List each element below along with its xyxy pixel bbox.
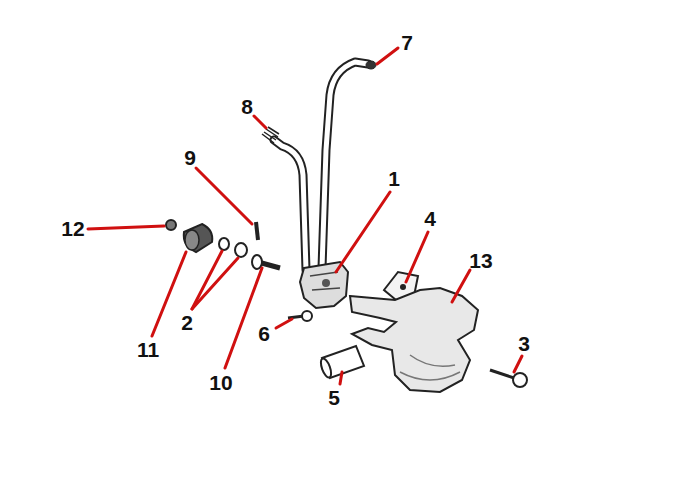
callout-number: 12: [61, 218, 84, 239]
sleeve-end: [319, 357, 333, 379]
callout-number: 9: [184, 147, 196, 168]
callout-number: 10: [209, 372, 232, 393]
leader-line: [225, 268, 262, 368]
bolt: [490, 370, 514, 378]
leader-line: [514, 356, 522, 372]
leader-line: [452, 270, 470, 302]
leader-line: [192, 258, 238, 309]
callout-number: 5: [328, 387, 340, 408]
screw-head: [302, 311, 312, 321]
callout-number: 1: [388, 168, 400, 189]
leader-line: [340, 372, 342, 384]
valve-detail: [322, 279, 330, 287]
callout-number: 13: [469, 250, 492, 271]
leader-line: [276, 319, 292, 328]
callout-number: 11: [137, 339, 159, 360]
leader-line: [152, 252, 186, 336]
knob: [184, 224, 213, 252]
bolt-head: [513, 373, 527, 387]
knob-face: [185, 230, 199, 250]
valve-detail: [310, 272, 340, 290]
spring: [262, 127, 279, 143]
callout-number: 7: [401, 32, 413, 53]
tube-cap: [366, 61, 376, 69]
leader-line: [254, 116, 266, 128]
nut: [166, 220, 176, 230]
tube-inner: [274, 140, 306, 270]
callout-number: 8: [241, 96, 253, 117]
leader-line: [88, 226, 164, 229]
callout-number: 6: [258, 323, 270, 344]
leader-line: [196, 168, 252, 224]
leader-lines: [88, 48, 522, 384]
callout-number: 4: [424, 208, 436, 229]
tube: [274, 140, 306, 270]
callout-number: 3: [518, 333, 530, 354]
pin: [256, 222, 258, 240]
clamp-shading: [400, 355, 460, 380]
callout-number: 2: [181, 312, 193, 333]
leader-line: [336, 192, 390, 272]
leader-line: [377, 48, 398, 64]
bolt-head: [252, 255, 262, 269]
valve-body: [300, 262, 348, 308]
leader-line: [406, 232, 428, 282]
clamp: [350, 288, 478, 392]
washer: [235, 243, 247, 257]
plate-hole: [400, 284, 406, 290]
washer: [219, 238, 229, 250]
